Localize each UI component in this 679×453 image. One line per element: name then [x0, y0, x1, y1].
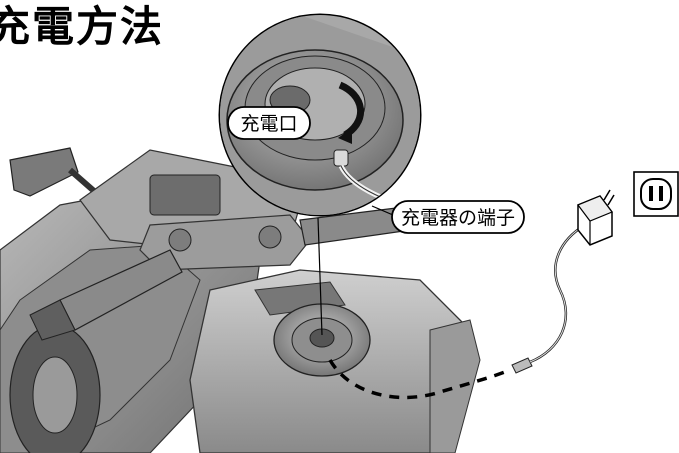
callout-charging-port-label: 充電口 [240, 113, 297, 135]
page-title: 充電方法 [0, 2, 165, 51]
callout-charging-port: 充電口 [227, 106, 311, 140]
charger-cable [328, 223, 586, 400]
power-adapter [577, 189, 615, 246]
zoom-leader-line [317, 217, 323, 336]
callout-charger-plug: 充電器の端子 [371, 200, 525, 234]
motorcycle-body [0, 147, 481, 453]
wall-outlet-icon [633, 171, 679, 217]
callout-charger-plug-label: 充電器の端子 [401, 207, 515, 229]
